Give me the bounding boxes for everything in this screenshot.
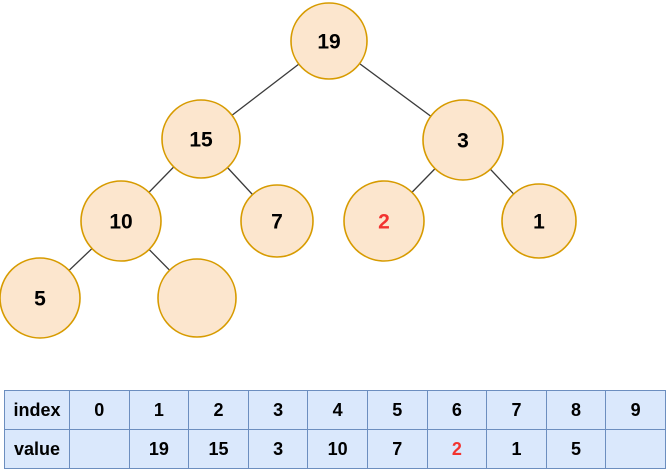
value-row-cell-7: 1: [486, 429, 547, 469]
tree-node-1: [501, 183, 577, 259]
value-row-cell-0: [69, 429, 130, 469]
tree-node-empty: [157, 258, 237, 338]
tree-node-label: 2: [378, 211, 390, 234]
index-row-cell-2: 2: [188, 390, 249, 430]
index-row-cell-5: 5: [366, 390, 428, 430]
index-row-cell-7: 7: [486, 390, 547, 430]
tree-node-10: [80, 180, 162, 262]
row-header: index: [4, 390, 70, 430]
tree-node-label: 15: [189, 129, 213, 152]
tree-node-2: [343, 180, 425, 262]
tree-node-19: [290, 2, 368, 80]
tree-node-label: 3: [457, 130, 469, 153]
index-row-cell-6: 6: [426, 390, 488, 430]
value-row-cell-6: 2: [426, 429, 488, 469]
tree-node-15: [161, 99, 241, 179]
value-row-cell-3: 3: [247, 429, 309, 469]
tree-node-label: 1: [533, 211, 545, 234]
tree-node-3: [422, 99, 504, 181]
tree-node-5: [0, 257, 81, 339]
value-row-cell-5: 7: [366, 429, 428, 469]
index-row-cell-1: 1: [128, 390, 190, 430]
value-row-cell-8: 5: [545, 429, 607, 469]
tree-node-label: 7: [271, 211, 283, 234]
index-row-cell-3: 3: [247, 390, 309, 430]
value-row-cell-4: 10: [307, 429, 368, 469]
index-row-cell-4: 4: [307, 390, 368, 430]
tree-node-7: [240, 184, 314, 258]
value-row-cell-1: 19: [128, 429, 190, 469]
index-row-cell-9: 9: [605, 390, 666, 430]
tree-node-label: 19: [317, 31, 340, 54]
index-row-cell-0: 0: [69, 390, 130, 430]
tree-node-label: 10: [109, 211, 132, 234]
value-row-cell-2: 15: [188, 429, 249, 469]
row-header: value: [4, 429, 70, 469]
value-row-cell-9: [605, 429, 666, 469]
index-row-cell-8: 8: [545, 390, 607, 430]
tree-node-label: 5: [34, 288, 46, 311]
